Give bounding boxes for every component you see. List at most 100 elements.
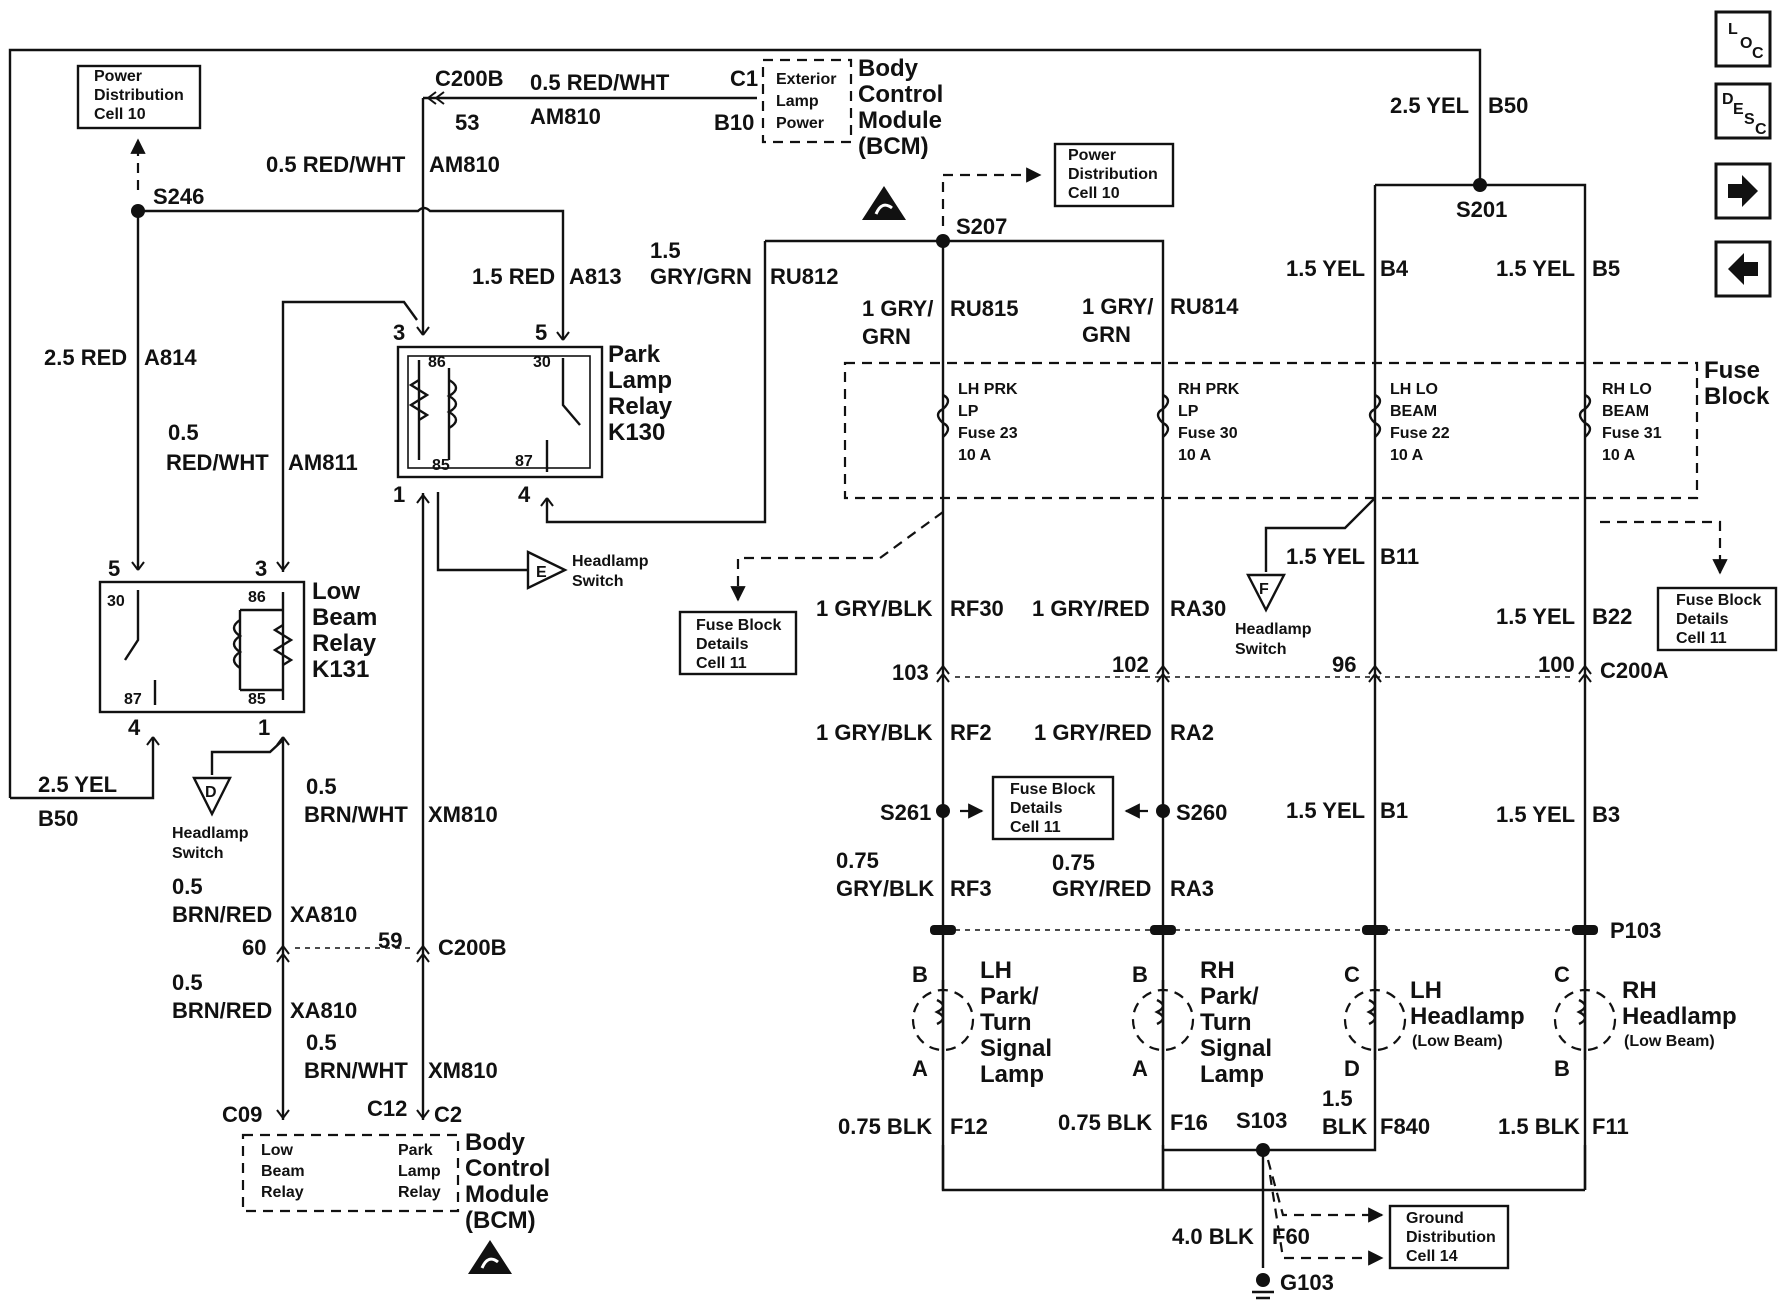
svg-text:RA30: RA30	[1170, 596, 1226, 621]
svg-text:Details: Details	[696, 636, 749, 653]
svg-text:LP: LP	[1178, 403, 1199, 420]
svg-text:1.5 YEL: 1.5 YEL	[1496, 802, 1575, 827]
svg-text:2.5 RED: 2.5 RED	[44, 345, 127, 370]
prev-arrow-button[interactable]	[1714, 240, 1772, 298]
esd-warning-icon	[466, 1238, 514, 1276]
svg-text:C: C	[1344, 962, 1360, 987]
svg-text:0.5 RED/WHT: 0.5 RED/WHT	[530, 70, 670, 95]
svg-text:100: 100	[1538, 652, 1575, 677]
svg-text:Cell 10: Cell 10	[1068, 185, 1120, 202]
bcm-top: Exterior Lamp Power Body Control Module …	[714, 55, 943, 222]
svg-text:1 GRY/: 1 GRY/	[1082, 294, 1153, 319]
svg-text:RF30: RF30	[950, 596, 1004, 621]
svg-text:Lamp: Lamp	[608, 367, 672, 394]
svg-text:1.5 RED: 1.5 RED	[472, 264, 555, 289]
low-beam-relay: 30 86 87 85 5 3 4 1 Low Beam Relay K131	[98, 556, 377, 740]
svg-text:Low: Low	[261, 1142, 294, 1159]
svg-text:Fuse 23: Fuse 23	[958, 425, 1018, 442]
svg-text:(BCM): (BCM)	[858, 133, 929, 160]
svg-text:C200A: C200A	[1600, 658, 1669, 683]
ref-ground-distribution[interactable]: Ground Distribution Cell 14	[1388, 1204, 1510, 1270]
svg-text:0.75 BLK: 0.75 BLK	[838, 1114, 932, 1139]
svg-text:Control: Control	[858, 81, 943, 108]
ref-fuse-block-mid[interactable]: Fuse Block Details Cell 11	[991, 775, 1115, 841]
rh-headlamp: C B RH Headlamp (Low Beam)	[1553, 962, 1737, 1081]
svg-text:103: 103	[892, 660, 929, 685]
svg-text:B: B	[1132, 962, 1148, 987]
svg-text:B50: B50	[1488, 93, 1528, 118]
svg-text:Module: Module	[858, 107, 942, 134]
svg-text:P103: P103	[1610, 918, 1661, 943]
svg-text:F12: F12	[950, 1114, 988, 1139]
svg-text:C200B: C200B	[435, 66, 503, 91]
ref-fuse-block-right[interactable]: Fuse Block Details Cell 11	[1656, 586, 1778, 652]
ref-power-distribution-right[interactable]: Power Distribution Cell 10	[1053, 142, 1175, 208]
svg-text:(BCM): (BCM)	[465, 1207, 536, 1234]
svg-text:Signal: Signal	[980, 1035, 1052, 1062]
svg-text:85: 85	[248, 691, 266, 708]
svg-text:Distribution: Distribution	[94, 87, 184, 104]
svg-text:O: O	[1740, 35, 1752, 52]
svg-text:0.5: 0.5	[172, 874, 203, 899]
svg-text:0.75: 0.75	[836, 848, 879, 873]
svg-text:S103: S103	[1236, 1108, 1287, 1133]
svg-text:1.5 YEL: 1.5 YEL	[1496, 604, 1575, 629]
svg-text:Distribution: Distribution	[1406, 1229, 1496, 1246]
svg-text:1.5 YEL: 1.5 YEL	[1286, 544, 1365, 569]
svg-text:RU812: RU812	[770, 264, 838, 289]
svg-text:BEAM: BEAM	[1602, 403, 1649, 420]
svg-text:Beam: Beam	[261, 1163, 305, 1180]
svg-text:B50: B50	[38, 806, 78, 831]
svg-text:Control: Control	[465, 1155, 550, 1182]
svg-text:(Low Beam): (Low Beam)	[1412, 1033, 1503, 1050]
loc-button[interactable]: LOC	[1714, 10, 1772, 68]
ref-power-distribution-left[interactable]: Power Distribution Cell 10	[76, 64, 202, 130]
svg-text:0.5 RED/WHT: 0.5 RED/WHT	[266, 152, 406, 177]
svg-text:10 A: 10 A	[1602, 447, 1636, 464]
lh-headlamp: C D LH Headlamp (Low Beam)	[1343, 962, 1525, 1081]
svg-text:E: E	[1733, 101, 1744, 118]
svg-text:Headlamp: Headlamp	[172, 825, 249, 842]
svg-text:Power: Power	[94, 68, 142, 85]
svg-text:Headlamp: Headlamp	[1235, 621, 1312, 638]
svg-text:S207: S207	[956, 214, 1007, 239]
svg-text:Cell 11: Cell 11	[1676, 630, 1727, 647]
svg-text:Relay: Relay	[261, 1184, 304, 1201]
svg-text:1.5 YEL: 1.5 YEL	[1496, 256, 1575, 281]
svg-text:Turn: Turn	[1200, 1009, 1252, 1036]
svg-text:85: 85	[432, 457, 450, 474]
svg-text:Module: Module	[465, 1181, 549, 1208]
svg-text:Cell 11: Cell 11	[1010, 819, 1061, 836]
svg-text:4: 4	[518, 482, 531, 507]
svg-text:Fuse Block: Fuse Block	[1010, 781, 1095, 798]
svg-text:AM811: AM811	[288, 450, 358, 475]
splice-dots	[131, 178, 1487, 1157]
svg-text:A814: A814	[144, 345, 197, 370]
svg-text:Fuse 30: Fuse 30	[1178, 425, 1238, 442]
svg-text:87: 87	[515, 453, 533, 470]
svg-text:RH: RH	[1622, 977, 1657, 1004]
ref-fuse-block-left[interactable]: Fuse Block Details Cell 11	[678, 610, 798, 676]
svg-text:0.5: 0.5	[306, 774, 337, 799]
svg-text:BRN/RED: BRN/RED	[172, 902, 272, 927]
svg-text:C2: C2	[434, 1102, 462, 1127]
svg-text:Power: Power	[776, 115, 824, 132]
svg-text:S246: S246	[153, 184, 204, 209]
svg-text:S261: S261	[880, 800, 931, 825]
next-arrow-button[interactable]	[1714, 162, 1772, 220]
svg-text:1 GRY/RED: 1 GRY/RED	[1034, 720, 1152, 745]
svg-text:S260: S260	[1176, 800, 1227, 825]
svg-text:0.75: 0.75	[1052, 850, 1095, 875]
svg-text:AM810: AM810	[530, 104, 601, 129]
svg-text:Exterior: Exterior	[776, 71, 836, 88]
p103-connectors	[930, 925, 1598, 935]
svg-text:Fuse 22: Fuse 22	[1390, 425, 1450, 442]
svg-text:1.5 YEL: 1.5 YEL	[1286, 256, 1365, 281]
svg-text:59: 59	[378, 928, 402, 953]
svg-text:Beam: Beam	[312, 604, 377, 631]
svg-text:L: L	[1728, 21, 1738, 38]
esd-warning-icon	[860, 184, 908, 222]
svg-text:Details: Details	[1010, 800, 1063, 817]
svg-text:1 GRY/: 1 GRY/	[862, 296, 933, 321]
